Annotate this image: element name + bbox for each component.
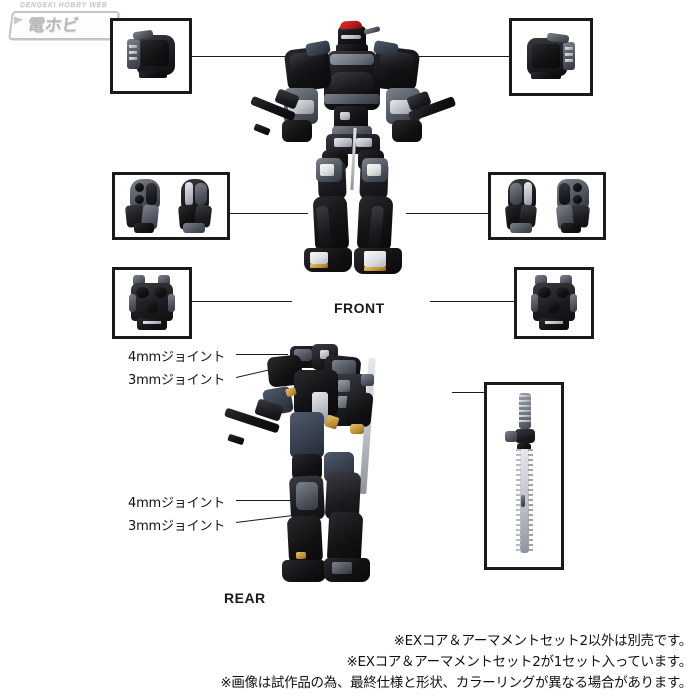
leader-line-backpack-right [430, 301, 514, 302]
callout-box-leg-pair-left[interactable] [112, 172, 230, 240]
chainsaw-blade-weapon [487, 385, 561, 567]
footnote-line-1: ※EXコア＆アーマメントセット2以外は別売です。 [393, 633, 693, 649]
joint-label-4mm-upper: 4mmジョイント [128, 350, 225, 365]
footnote-line-3: ※画像は試作品の為、最終仕様と形状、カラーリングが異なる場合があります。 [220, 675, 692, 691]
mecha-rear-figure [220, 340, 410, 588]
leg-armor-pair-part [115, 175, 227, 237]
leader-line-saw-weapon [452, 392, 484, 393]
backpack-unit-part [115, 270, 189, 336]
leader-line-legpair-left [228, 213, 308, 214]
rear-view-label: REAR [224, 590, 266, 606]
callout-box-saw-weapon[interactable] [484, 382, 564, 570]
leader-line-shoulder-right [404, 56, 509, 57]
joint-label-3mm-upper: 3mmジョイント [128, 373, 225, 388]
leader-line-backpack-left [192, 301, 292, 302]
callout-box-shoulder-right[interactable] [509, 18, 593, 96]
shoulder-armor-part [512, 21, 590, 93]
callout-box-shoulder-left[interactable] [110, 18, 192, 94]
footnote-block: ※EXコア＆アーマメントセット2以外は別売です。 ※EXコア＆アーマメントセット… [0, 631, 692, 694]
footnote-line-2: ※EXコア＆アーマメントセット2が1セット入っています。 [346, 654, 692, 670]
joint-label-3mm-lower: 3mmジョイント [128, 519, 225, 534]
callout-box-leg-pair-right[interactable] [488, 172, 606, 240]
mecha-front-figure [249, 8, 457, 300]
dengeki-hobby-web-logo: DENGEKI HOBBY WEB 電ホビ [4, 2, 122, 40]
leader-line-shoulder-left [192, 56, 312, 57]
leader-line-joint-4mm-lower [236, 500, 308, 501]
leg-armor-pair-part [491, 175, 603, 237]
callout-box-backpack-left[interactable] [112, 267, 192, 339]
callout-box-backpack-right[interactable] [514, 267, 594, 339]
logo-top-text: DENGEKI HOBBY WEB [20, 2, 108, 9]
backpack-unit-part [517, 270, 591, 336]
front-view-label: FRONT [334, 300, 385, 316]
leader-line-joint-4mm-upper [236, 354, 288, 355]
joint-label-4mm-lower: 4mmジョイント [128, 496, 225, 511]
shoulder-armor-part [113, 21, 189, 91]
leader-line-legpair-right [406, 213, 488, 214]
